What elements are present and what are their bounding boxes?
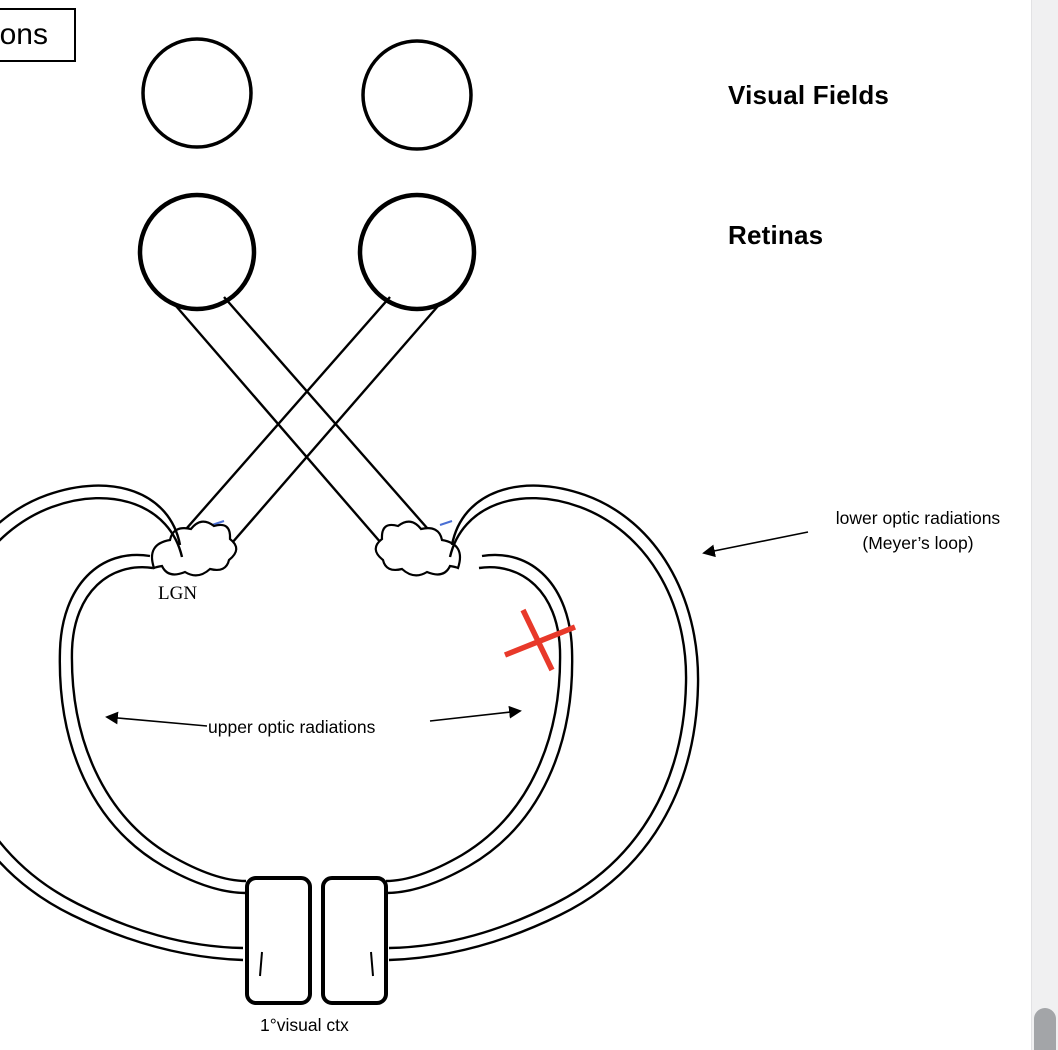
optic-chiasm-crossing [171, 296, 443, 552]
visual-cortex-box-left [245, 876, 312, 1005]
upper-radiation-arrow-left [105, 711, 208, 727]
retinas-label: Retinas [728, 220, 824, 250]
visual-fields-label: Visual Fields [728, 80, 890, 110]
scrollbar-thumb[interactable] [1034, 1008, 1056, 1050]
visual-field-circle-left [141, 37, 253, 149]
upper-optic-radiations-label: upper optic radiations [208, 717, 376, 737]
visual-field-circle-right [361, 39, 473, 151]
upper-optic-radiation-right-loop [385, 553, 574, 895]
ink-artifact [211, 520, 453, 526]
scrollbar-track[interactable] [1031, 0, 1058, 1050]
primary-visual-cortex-label: 1°visual ctx [260, 1015, 349, 1035]
annotation-arrows [105, 531, 809, 727]
lower-optic-radiation-left-loop [0, 484, 244, 962]
title-box-partial: ons [0, 8, 76, 62]
upper-radiation-arrow-right [429, 705, 522, 722]
retina-circle-left [137, 192, 257, 312]
lower-optic-radiation-right-loop [388, 484, 700, 962]
visual-cortex-box-right [321, 876, 388, 1005]
title-box-text: ons [0, 18, 48, 51]
cortex-fiber-stubs [259, 951, 374, 977]
upper-optic-radiation-left-loop [58, 553, 247, 895]
lower-radiation-arrow [702, 531, 809, 558]
retina-circle-right [357, 192, 477, 312]
lgn-shape-left [150, 520, 238, 577]
lgn-label: LGN [158, 583, 198, 604]
lower-optic-radiations-label: lower optic radiations (Meyer’s loop) [806, 506, 1030, 557]
lesion-x-mark [503, 608, 577, 672]
lower-optic-radiations-line1: lower optic radiations [835, 508, 1001, 528]
lower-optic-radiations-line2: (Meyer’s loop) [862, 533, 974, 554]
lgn-shape-right [374, 520, 462, 577]
